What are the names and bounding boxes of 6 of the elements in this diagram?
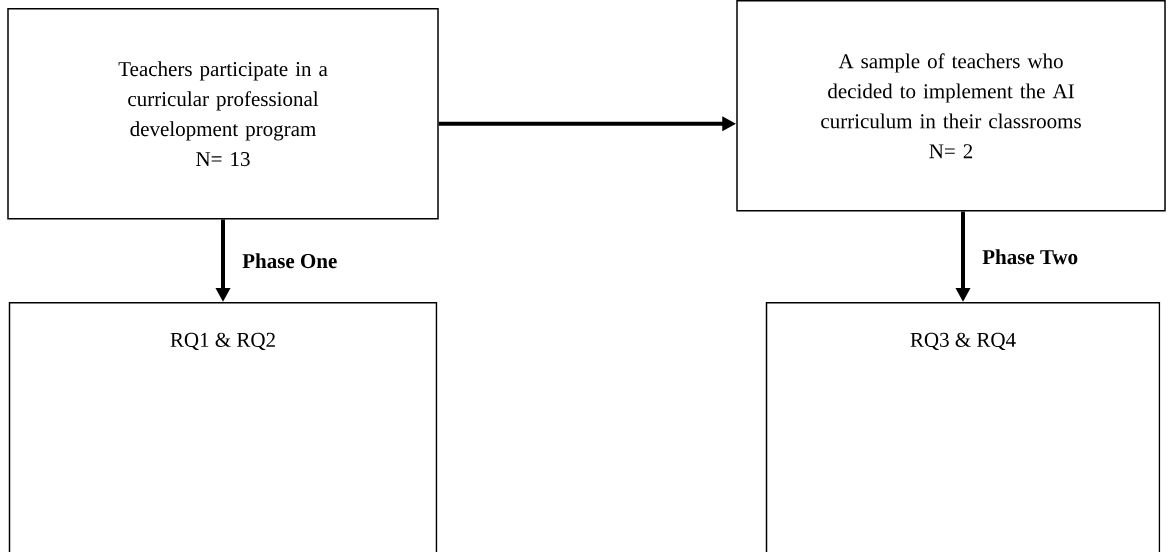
process-box: A sample of teachers who decided to implement the AI curriculum in their classrooms N= 2 [736,0,1166,212]
process-box: RQ3 & RQ4 [765,302,1161,552]
edge-label: Phase Two [982,249,1078,265]
process-box: RQ1 & RQ2 [8,302,438,552]
edge-label: Phase One [242,253,337,269]
process-box: Teachers participate in a curricular professional development program N= 13 [7,8,439,220]
